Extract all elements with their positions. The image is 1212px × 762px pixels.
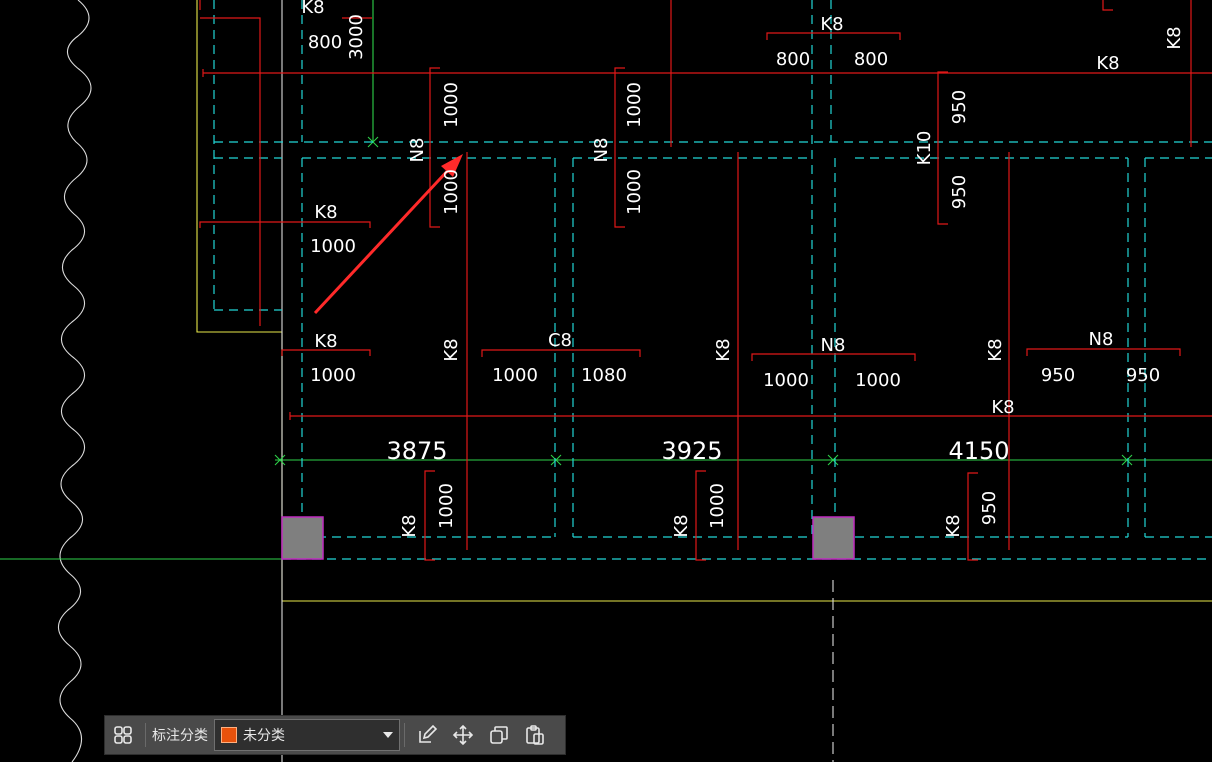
rebar-label: K8 (985, 338, 1006, 361)
rebar-label: 1000 (441, 82, 462, 128)
rebar-label: N8 (1089, 329, 1114, 350)
rebar-label: 1000 (763, 370, 809, 391)
rebar-label: K8 (1096, 53, 1119, 74)
rebar-label: K10 (914, 131, 935, 166)
rebar-label: 950 (1126, 365, 1160, 386)
rebar-label: 3000 (346, 14, 367, 60)
rebar-label: 800 (308, 32, 342, 53)
category-label: 标注分类 (152, 728, 208, 744)
rebar-label: C8 (548, 330, 572, 351)
rebar-label: 1000 (707, 483, 728, 529)
rebar-label: 1000 (310, 365, 356, 386)
category-color-swatch (221, 727, 237, 743)
rebar-label: K8 (943, 514, 964, 537)
rebar-label: K8 (991, 397, 1014, 418)
toolbar-divider (404, 723, 405, 747)
rebar-label: K8 (820, 14, 843, 35)
rebar-label: 1000 (624, 169, 645, 215)
wall-outline (196, 0, 1212, 602)
rebar-label: 1000 (436, 483, 457, 529)
move-icon[interactable] (445, 717, 481, 753)
revision-cloud (57, 0, 92, 762)
rebar-label: K8 (314, 202, 337, 223)
rebar-label: 950 (979, 491, 1000, 525)
grid-icon[interactable] (105, 717, 141, 753)
rebar-label: 1000 (624, 82, 645, 128)
span-dimension-label: 3925 (661, 437, 722, 465)
rebar-label: 950 (1041, 365, 1075, 386)
category-select[interactable]: 未分类 (214, 719, 400, 751)
rebar-label: 1000 (310, 236, 356, 257)
paste-icon[interactable] (517, 717, 553, 753)
rebar-label: N8 (591, 138, 612, 163)
rebar-label: K8 (314, 331, 337, 352)
green-dim-ticks (274, 136, 1133, 466)
annotation-arrow (313, 154, 463, 315)
toolbar-divider (145, 723, 146, 747)
rebar-label: N8 (821, 335, 846, 356)
rebar-label: K8 (399, 514, 420, 537)
span-dimension-label: 4150 (948, 437, 1009, 465)
rebar-label: 1000 (855, 370, 901, 391)
rebar-label: 800 (776, 49, 810, 70)
rebar-label: K8 (1164, 26, 1185, 49)
edit-icon[interactable] (409, 717, 445, 753)
rebar-label: K8 (671, 514, 692, 537)
rebar-label: 800 (854, 49, 888, 70)
column-middle (812, 516, 855, 560)
copy-icon[interactable] (481, 717, 517, 753)
rebar-label: K8 (441, 338, 462, 361)
rebar-label: 1000 (441, 169, 462, 215)
annotation-toolbar: 标注分类 未分类 (104, 715, 566, 755)
rebar-label: K8 (301, 0, 324, 18)
category-value: 未分类 (243, 728, 285, 744)
rebar-label: N8 (407, 138, 428, 163)
rebar-label: 950 (949, 175, 970, 209)
rebar-lines (199, 0, 1212, 561)
column-left (281, 516, 324, 560)
slab-outlines (213, 0, 1212, 560)
span-dimension-label: 3875 (386, 437, 447, 465)
rebar-label: 950 (949, 90, 970, 124)
rebar-label: K8 (713, 338, 734, 361)
chevron-down-icon (383, 732, 393, 738)
rebar-label: 1000 (492, 365, 538, 386)
rebar-label: 1080 (581, 365, 627, 386)
